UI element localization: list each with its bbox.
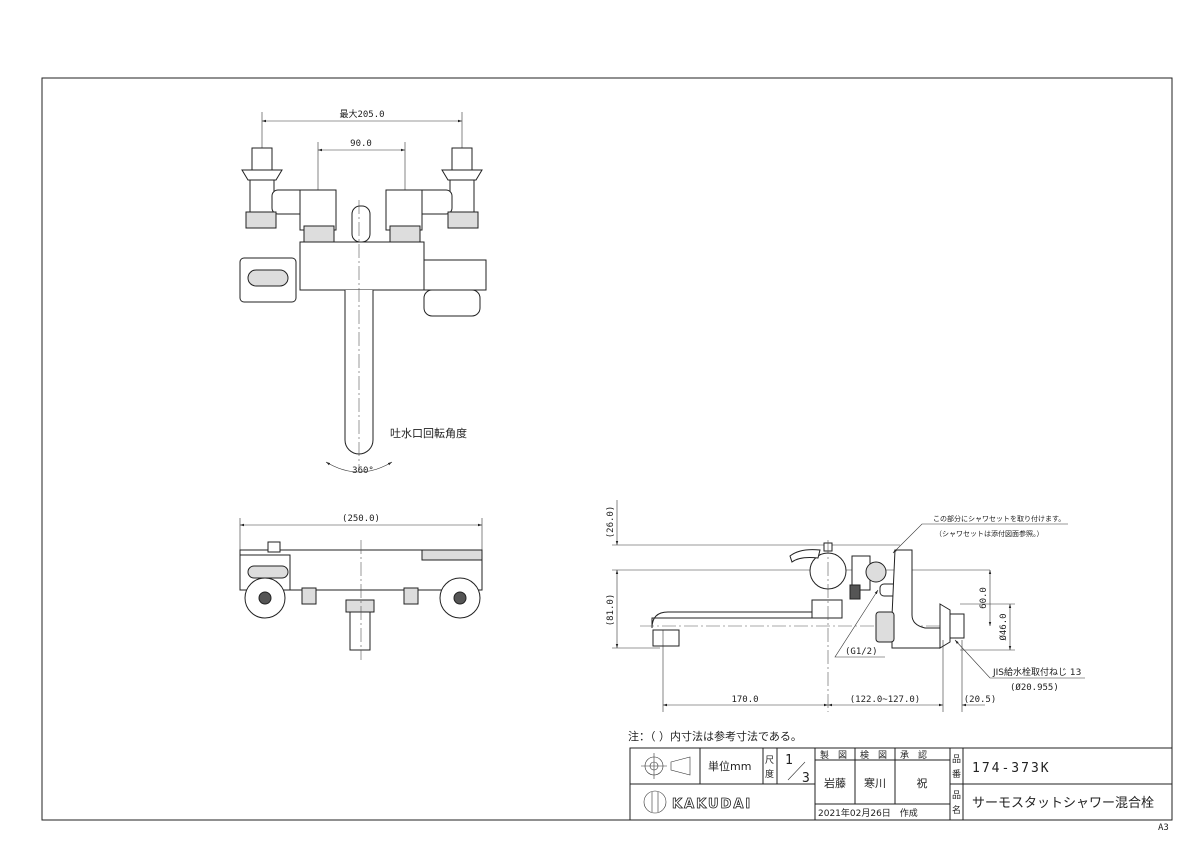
kakudai-logo: KAKUDAI	[643, 790, 752, 814]
checked-by-label: 検 図	[860, 749, 887, 761]
drawing-frame	[41, 77, 1173, 821]
title-block: 単位mm 尺 度 1 3 KAKUDAI 製 図 検 図 承 認 岩藤 寒川 祝…	[629, 747, 1173, 821]
part-name: サーモスタットシャワー混合栓	[972, 796, 1154, 811]
dim-max-width: 最大205.0	[339, 108, 384, 120]
jis-label: JIS給水栓取付ねじ 13	[992, 666, 1081, 678]
scale-label: 度	[765, 768, 774, 780]
spout-rotation-angle: 360°	[352, 466, 374, 476]
made-by-label: 製 図	[820, 749, 847, 761]
part-no-label: 品	[952, 754, 961, 765]
dim-offset: (122.0~127.0)	[850, 695, 920, 705]
dim-height: (81.0)	[606, 594, 616, 627]
part-name-label: 名	[952, 804, 961, 816]
spout-rotation-label: 吐水口回転角度	[390, 426, 467, 440]
jis-diameter: (Ø20.955)	[1010, 682, 1059, 693]
approved-by: 祝	[917, 776, 928, 790]
thread-label: (G1/2)	[845, 647, 878, 657]
dim-60: 60.0	[979, 587, 989, 609]
side-view: (26.0) (81.0) 170.0 (122.0~127.0) (20.5)	[606, 500, 1085, 712]
shower-note-1: この部分にシャワセットを取り付けます。	[933, 514, 1065, 523]
scale-label: 尺	[765, 755, 774, 766]
top-view: 最大205.0 90.0 吐水口回転角度	[239, 108, 487, 476]
dim-flange: (20.5)	[964, 695, 997, 705]
shower-note-2: （シャワセットは添付図面参照。）	[935, 529, 1044, 538]
dim-diameter: Ø46.0	[998, 613, 1009, 640]
part-name-label: 品	[952, 790, 961, 801]
dim-width: (250.0)	[342, 514, 380, 524]
dim-center: 90.0	[350, 139, 372, 149]
part-no-label: 番	[952, 768, 961, 780]
sheet-size: A3	[1158, 823, 1169, 833]
scale-denominator: 3	[802, 771, 810, 786]
brand-name: KAKUDAI	[672, 797, 752, 812]
creation-date: 2021年02月26日 作成	[818, 807, 918, 819]
front-view: (250.0)	[239, 514, 483, 660]
unit-label: 単位mm	[708, 759, 751, 773]
approved-by-label: 承 認	[900, 749, 927, 761]
checked-by: 寒川	[864, 776, 886, 790]
projection-symbol-icon	[641, 753, 691, 779]
dim-spout: 170.0	[731, 695, 758, 705]
made-by: 岩藤	[824, 776, 846, 790]
part-number: 174-373K	[972, 761, 1051, 776]
scale-numerator: 1	[785, 753, 793, 768]
reference-note: 注：（ ）内寸法は参考寸法である。	[628, 729, 802, 743]
dim-top: (26.0)	[606, 506, 616, 539]
